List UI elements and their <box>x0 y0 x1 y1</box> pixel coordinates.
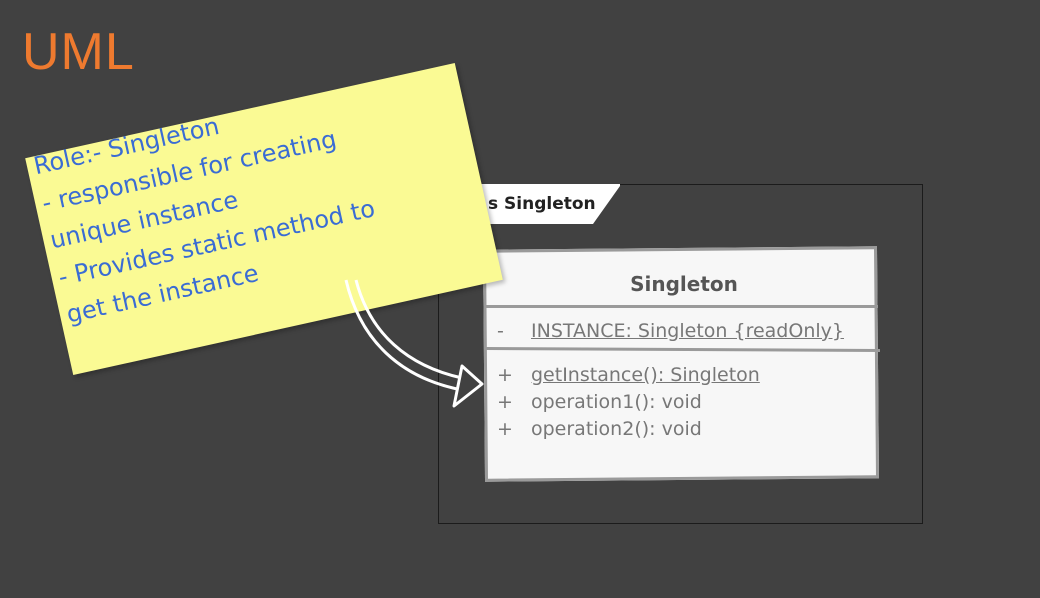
class-separator-top <box>486 305 878 308</box>
attribute-text: INSTANCE: Singleton {readOnly} <box>531 320 844 342</box>
frame-tab <box>470 184 620 224</box>
visibility-marker: + <box>497 364 513 386</box>
operation-text: operation2(): void <box>531 418 702 440</box>
visibility-marker: - <box>497 320 504 342</box>
operation-row: + getInstance(): Singleton <box>497 364 760 386</box>
operation-text: getInstance(): Singleton <box>531 364 760 386</box>
attribute-row: - INSTANCE: Singleton {readOnly} <box>497 320 844 342</box>
operation-row: + operation2(): void <box>497 418 702 440</box>
operation-row: + operation1(): void <box>497 391 702 413</box>
operation-text: operation1(): void <box>531 391 702 413</box>
visibility-marker: + <box>497 418 513 440</box>
diagram-frame <box>438 184 923 524</box>
class-name: Singleton <box>630 272 738 296</box>
visibility-marker: + <box>497 391 513 413</box>
page-title: UML <box>22 23 135 81</box>
frame-label: s Singleton <box>488 194 596 214</box>
